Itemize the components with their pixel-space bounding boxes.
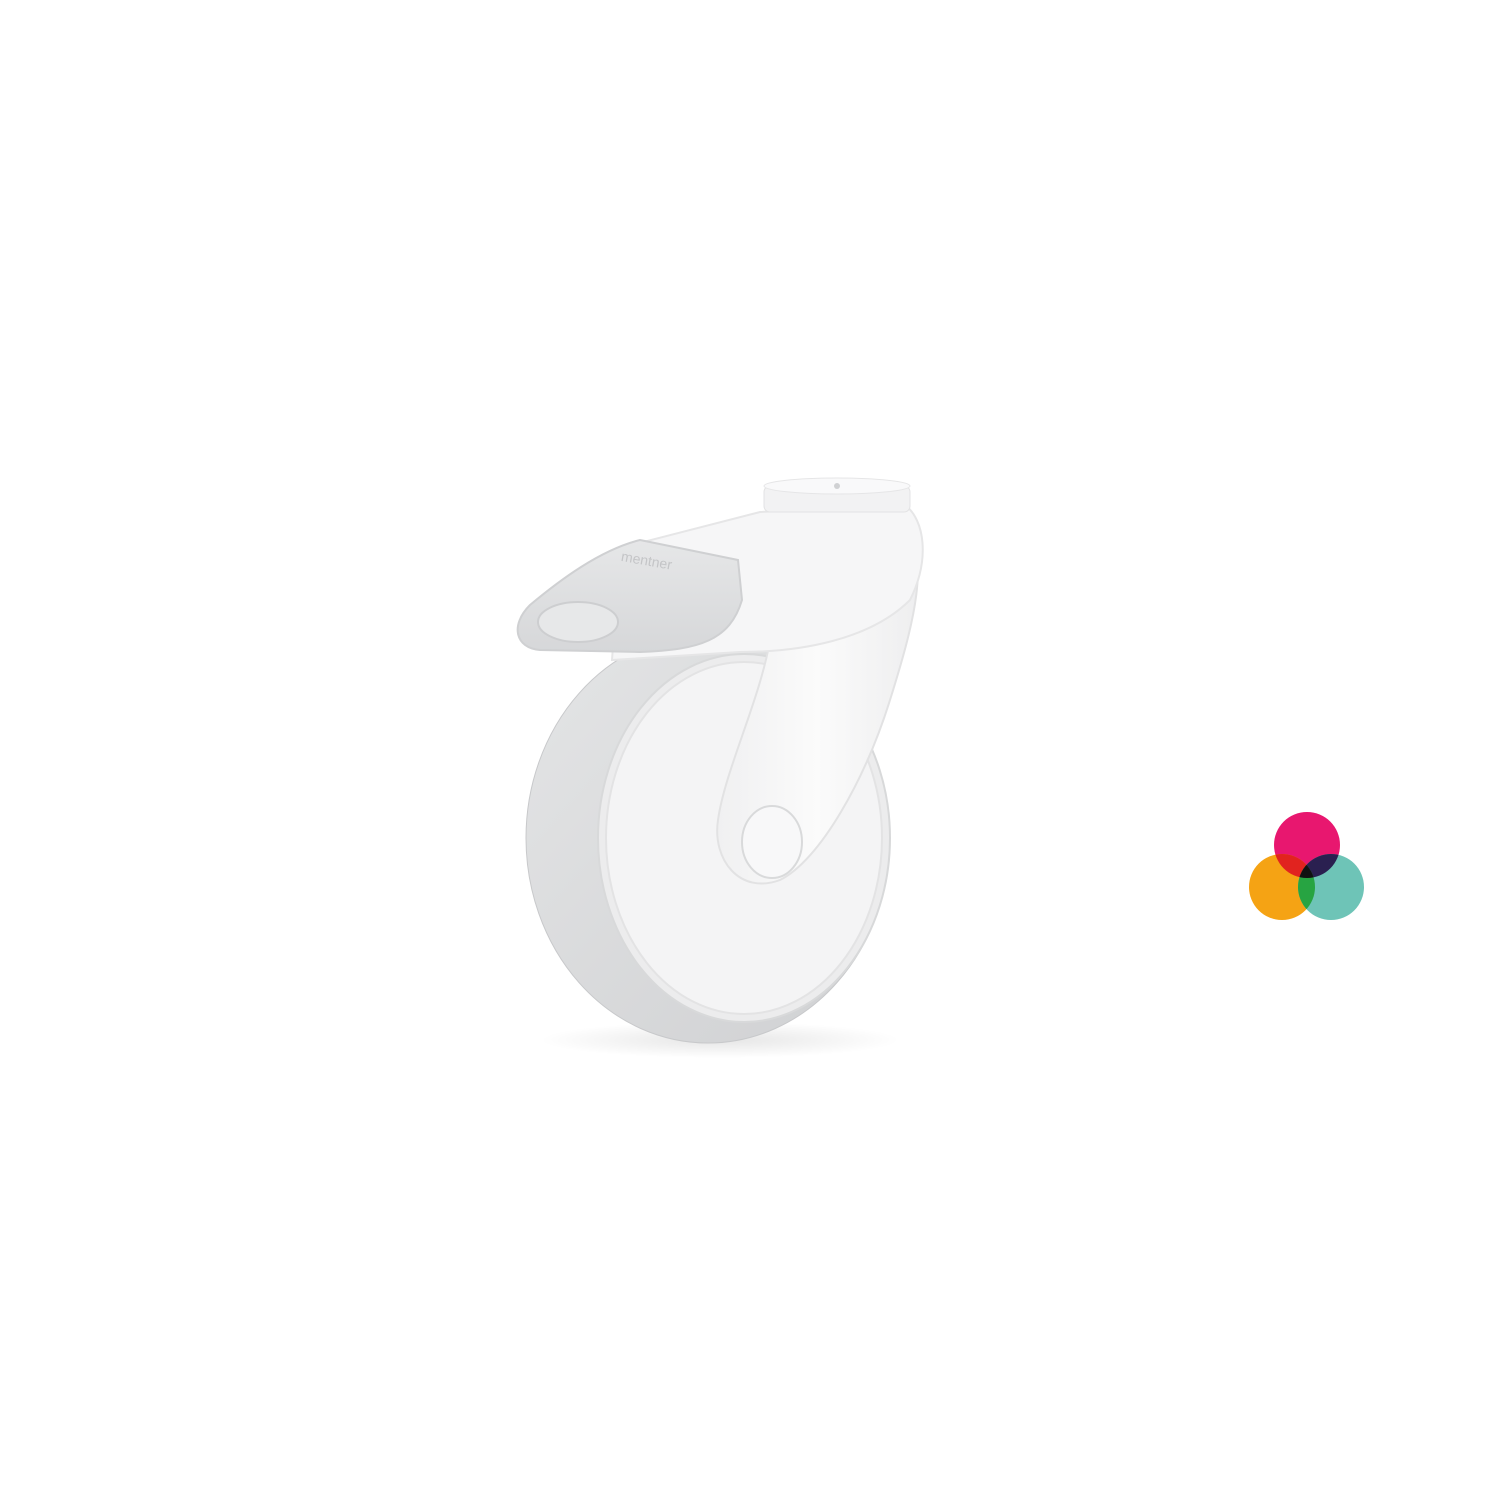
brake-pedal-pad [537,601,619,643]
rgb-color-circles-icon [1249,812,1364,920]
axle-cap [741,805,803,879]
mounting-hole [834,483,840,489]
